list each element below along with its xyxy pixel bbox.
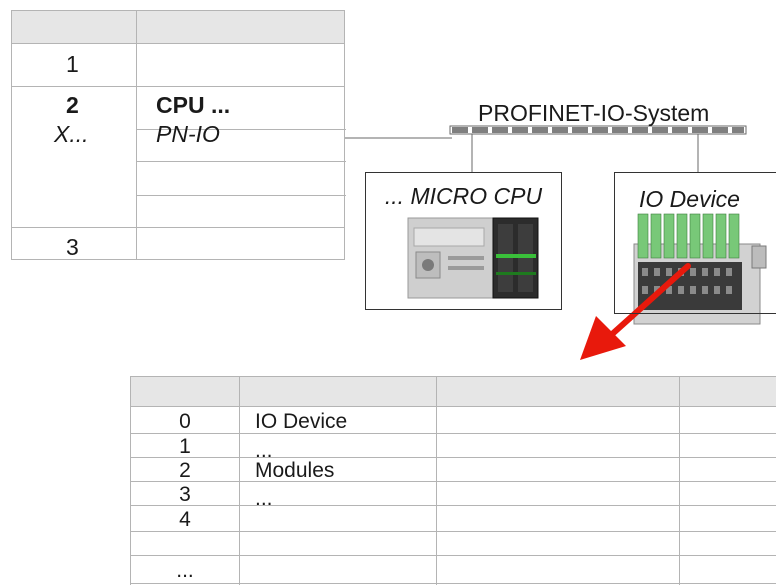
rack-subslot: X... <box>54 121 89 147</box>
rack-module-cpu: CPU ... <box>156 92 231 118</box>
device-module-1: ... <box>255 439 273 462</box>
io-device-box: IO Device <box>614 172 776 314</box>
rack-table-header <box>12 11 344 44</box>
micro-cpu-device-box: ... MICRO CPU <box>365 172 562 310</box>
device-table: 0 IO Device 1 ... 2 Modules 3 ... 4 ... <box>130 376 776 585</box>
rack-row-separator <box>136 129 346 130</box>
rack-submodule-pnio: PN-IO <box>156 121 220 147</box>
rack-row-separator <box>12 227 344 228</box>
device-slot-5: ... <box>176 559 194 582</box>
rack-row-separator <box>136 161 346 162</box>
device-row-separator <box>131 505 776 506</box>
device-module-2: Modules <box>255 459 335 482</box>
device-slot-3: 3 <box>179 483 191 506</box>
device-module-0: IO Device <box>255 410 348 433</box>
rack-table: 1 2 X... CPU ... PN-IO 3 <box>11 10 346 260</box>
device-row-separator <box>131 555 776 556</box>
io-device-module-image <box>633 213 767 325</box>
device-table-header <box>131 377 776 407</box>
device-slot-2: 2 <box>179 459 191 482</box>
device-row-separator <box>131 433 776 434</box>
micro-cpu-label: ... MICRO CPU <box>384 183 543 209</box>
device-slot-0: 0 <box>179 410 191 433</box>
rack-table-divider <box>136 11 137 259</box>
rack-slot-3: 3 <box>66 234 79 260</box>
micro-cpu-module-image <box>407 217 539 299</box>
device-row-separator <box>131 531 776 532</box>
io-device-label: IO Device <box>639 186 740 212</box>
device-slot-1: 1 <box>179 435 191 458</box>
rack-row-separator <box>12 86 344 87</box>
profinet-bus-label: PROFINET-IO-System <box>478 100 710 126</box>
device-row-separator <box>131 583 776 584</box>
profinet-bus <box>449 125 747 135</box>
device-module-3: ... <box>255 487 273 510</box>
device-row-separator <box>131 481 776 482</box>
device-slot-4: 4 <box>179 508 191 531</box>
red-arrow-icon <box>580 263 691 360</box>
rack-slot-1: 1 <box>66 51 79 77</box>
rack-row-separator <box>136 195 346 196</box>
device-row-separator <box>131 457 776 458</box>
rack-slot-2: 2 <box>66 92 79 118</box>
